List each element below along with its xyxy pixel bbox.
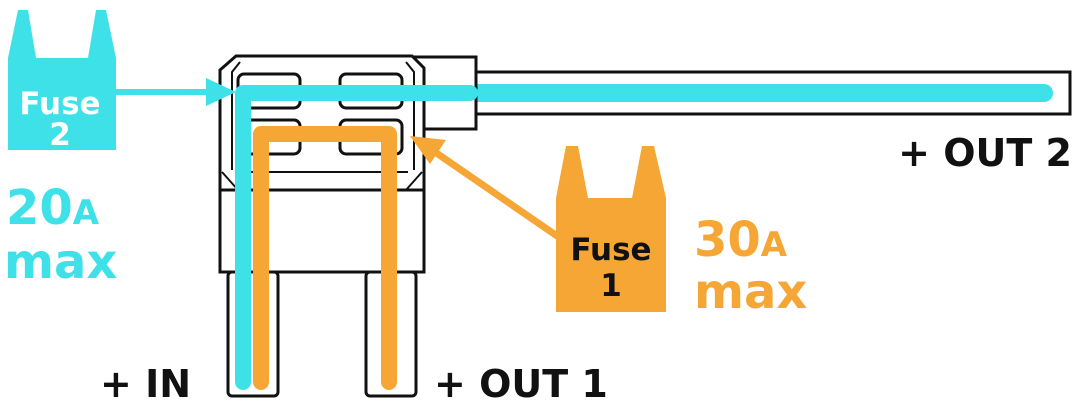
fuse2-rating-max: max xyxy=(4,234,117,290)
fuse1-body xyxy=(556,146,666,312)
fuse1-rating-unit: A xyxy=(761,225,788,265)
fuse2-circuit-path xyxy=(235,85,478,390)
fuse2-label-line2: 2 xyxy=(49,117,71,153)
fuse2-arrow xyxy=(108,78,236,106)
fuse2-label-line1: Fuse xyxy=(19,86,100,122)
terminal-label-out1: + OUT 1 xyxy=(434,362,608,404)
out2-wire xyxy=(438,70,1072,116)
fuse2-rating-unit: A xyxy=(73,193,100,233)
fuse1-rating-value: 30 xyxy=(694,212,761,268)
fuse1-label-line2: 1 xyxy=(600,268,622,304)
fuse1-label-line1: Fuse xyxy=(570,232,651,268)
fuse2-body xyxy=(8,10,116,150)
fuse1-rating-max: max xyxy=(694,264,807,320)
fuse2: Fuse 2 xyxy=(8,10,116,153)
terminal-label-out2: + OUT 2 xyxy=(898,131,1072,175)
terminal-label-in: + IN xyxy=(100,362,191,404)
fuse1-circuit-path xyxy=(253,126,397,390)
svg-text:20A: 20A xyxy=(6,180,100,236)
fuse2-rating-value: 20 xyxy=(6,180,73,236)
fuse1: Fuse 1 xyxy=(556,146,666,312)
fuse2-rating: 20A max xyxy=(4,180,117,290)
svg-text:30A: 30A xyxy=(694,212,788,268)
fuse1-rating: 30A max xyxy=(694,212,807,320)
fuse1-arrow xyxy=(410,136,562,241)
